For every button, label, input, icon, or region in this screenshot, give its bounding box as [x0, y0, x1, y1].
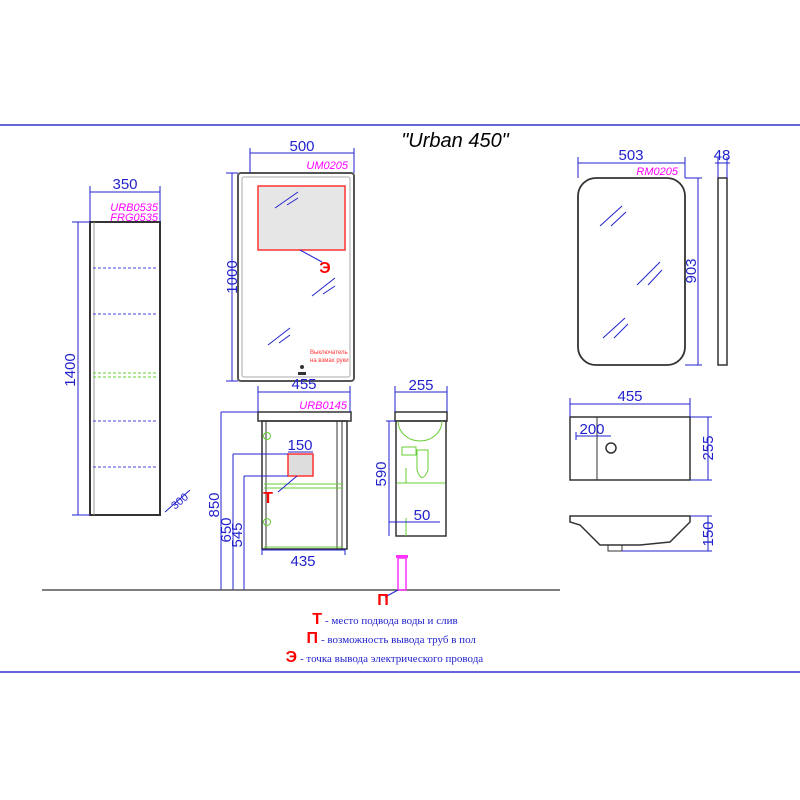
switch-note-1: Выключатель: [310, 350, 348, 356]
pencil-code-2: FRG0535: [110, 212, 159, 224]
vanity-bottom-width: 435: [290, 553, 315, 570]
mirror-rm-depth: 48: [714, 147, 731, 164]
pencil-height: 1400: [62, 353, 79, 386]
drawing-title: "Urban 450": [401, 130, 509, 152]
sink-depth: 255: [700, 435, 717, 460]
mirror-rm-code: RM0205: [636, 166, 678, 178]
legend-text-t: - место подвода воды и слив: [325, 615, 458, 627]
legend-text-p: - возможность вывода труб в пол: [321, 634, 476, 646]
floor-pipe: [397, 557, 407, 591]
mirror-rm: [577, 157, 730, 366]
pencil-code-1: URB0535: [110, 202, 159, 214]
tap-hole-icon: [605, 442, 617, 454]
legend-mark-e: Э: [286, 649, 297, 666]
switch-note-2: на взмах руки: [310, 358, 349, 364]
sink-height: 150: [700, 521, 717, 546]
mirror-um-height: 1000: [224, 260, 241, 293]
vanity-code: URB0145: [299, 400, 348, 412]
marker-e: Э: [319, 260, 330, 277]
height-545: 545: [229, 522, 246, 547]
pencil-width: 350: [112, 176, 137, 193]
switch-icon: [300, 365, 304, 369]
legend-mark-p: П: [307, 630, 319, 647]
mirror-um-width: 500: [289, 138, 314, 155]
height-850: 850: [206, 492, 223, 517]
marker-p: П: [377, 592, 389, 609]
legend-mark-t: Т: [312, 611, 322, 628]
side-height: 590: [373, 461, 390, 486]
sink-top-view: [569, 398, 712, 481]
mirror-rm-width: 503: [618, 147, 643, 164]
vanity-side-view: [386, 386, 448, 537]
mirror-rm-height: 903: [683, 258, 700, 283]
mirror-um-code: UM0205: [306, 160, 348, 172]
side-leg: 50: [414, 507, 431, 524]
light-zone: [257, 185, 346, 251]
marker-t: Т: [263, 490, 273, 507]
sink-side-view: [569, 515, 712, 552]
pencil-depth: 300: [169, 491, 191, 512]
box-width: 150: [287, 437, 312, 454]
legend: Т - место подвода воды и слив П - возмож…: [286, 611, 484, 666]
vanity-cabinet: [220, 386, 352, 590]
vanity-top-width: 455: [291, 376, 316, 393]
water-box: [287, 453, 314, 477]
legend-text-e: - точка вывода электрического провода: [300, 653, 483, 665]
mirror-um: [226, 148, 355, 382]
pencil-case: [72, 186, 191, 516]
sink-hole-offset: 200: [579, 421, 604, 438]
height-650: 650: [218, 517, 235, 542]
side-depth: 255: [408, 377, 433, 394]
sink-width: 455: [617, 388, 642, 405]
